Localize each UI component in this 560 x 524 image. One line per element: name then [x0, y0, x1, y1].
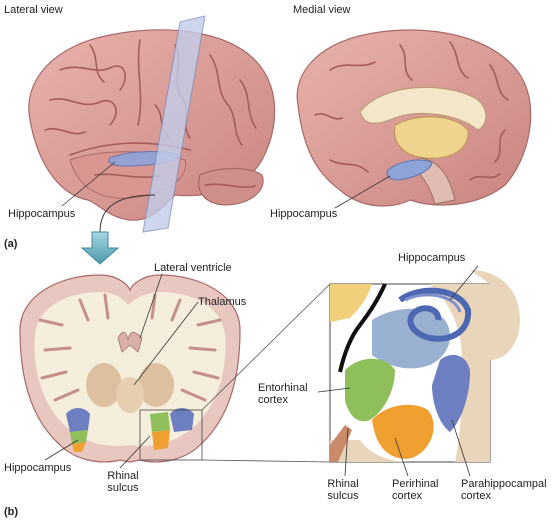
hippocampus-medial-label: Hippocampus	[270, 208, 338, 220]
coronal-basal-right	[138, 363, 174, 407]
medial-brain	[296, 29, 532, 207]
inset-tan-bottom	[330, 440, 410, 462]
coronal-thalamus	[116, 377, 144, 413]
inset-tan-ext	[470, 270, 520, 360]
panel-b-label: (b)	[4, 506, 19, 518]
down-arrow	[80, 231, 120, 265]
coronal-plane	[142, 15, 206, 233]
inset-yellow	[330, 284, 372, 322]
hippocampus-inset-label: Hippocampus	[398, 252, 466, 264]
section-arrow-curve	[99, 194, 156, 233]
thalamus-label: Thalamus	[198, 296, 247, 308]
inset-perirhinal	[372, 404, 434, 459]
medial-hippocampus	[386, 159, 433, 181]
entorhinal-label: Entorhinal cortex	[258, 382, 308, 406]
inset-rhinal-strip	[330, 425, 352, 462]
section-zoom-box	[139, 409, 203, 461]
coronal-hippocampus-left	[66, 408, 90, 452]
leader-parahippocampal	[451, 419, 471, 477]
hippocampus-section-label: Hippocampus	[4, 462, 72, 474]
inset-hippocampus-spiral	[398, 287, 472, 342]
medial-thalamus	[394, 116, 469, 159]
parahippocampal-label: Parahippocampal cortex	[461, 478, 547, 502]
hippocampus-lateral-label: Hippocampus	[8, 208, 76, 220]
medial-view-title: Medial view	[293, 4, 351, 16]
inset	[329, 270, 520, 463]
coronal-white-matter	[34, 292, 226, 447]
leader-thalamus	[133, 301, 199, 386]
coronal-ventricles	[117, 331, 143, 353]
coronal-section	[19, 274, 241, 463]
leader-lateral-ventricle	[139, 273, 163, 339]
leader-hippocampus-lateral	[61, 161, 116, 207]
inset-black-line	[338, 283, 387, 373]
rhinal-sulcus-inset-label: Rhinal sulcus	[327, 478, 359, 502]
lateral-brain	[28, 15, 276, 233]
panel-a-label: (a)	[4, 238, 18, 250]
inset-hippocampus-body	[372, 308, 450, 369]
leader-hippocampus-medial	[334, 175, 391, 209]
perirhinal-label: Perirhinal cortex	[392, 478, 439, 502]
inset-entorhinal	[345, 358, 395, 422]
inset-hippocampus-spiral-inner	[404, 293, 462, 313]
coronal-basal-left	[86, 363, 122, 407]
rhinal-sulcus-section-label: Rhinal sulcus	[107, 470, 139, 494]
leader-hippocampus-inset	[449, 265, 479, 301]
inset-parahippocampal	[432, 354, 470, 432]
inset-tan-outer	[430, 284, 490, 462]
corpus-callosum	[359, 86, 487, 131]
lateral-cerebellum	[198, 168, 264, 206]
medial-sulci	[314, 41, 509, 181]
lateral-ventricle-label: Lateral ventricle	[154, 262, 232, 274]
zoom-line-bottom	[201, 459, 331, 463]
coronal-hippocampus-right	[150, 408, 194, 450]
leader-entorhinal	[317, 387, 351, 393]
leader-perirhinal	[394, 437, 409, 477]
lateral-view-title: Lateral view	[4, 4, 63, 16]
coronal-gyri	[38, 293, 222, 402]
leader-hippocampus-section	[44, 439, 79, 461]
leader-rhinal-sulcus-inset	[344, 427, 349, 477]
zoom-line-top	[201, 283, 331, 411]
leader-rhinal-sulcus-section	[119, 435, 151, 469]
